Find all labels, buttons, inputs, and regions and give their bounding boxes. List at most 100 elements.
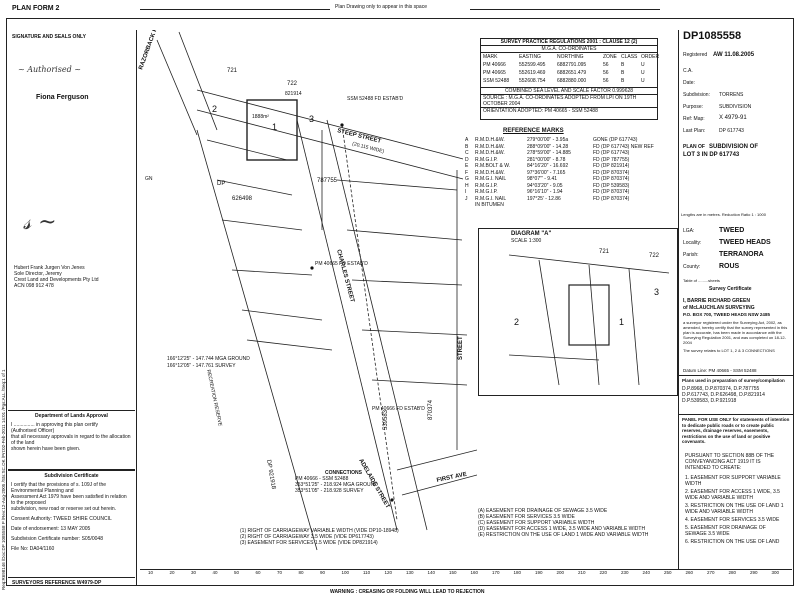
legend-item: (D) EASEMENT FOR ACCESS 1 WIDE, 3.5 WIDE… [478, 526, 646, 532]
connections-title: CONNECTIONS [325, 470, 362, 476]
reference-mark-cell: 279°00'00" - 3.95a [527, 137, 569, 143]
ruler-tick: 280 [728, 570, 737, 575]
lot-label: DP 921918 [265, 459, 276, 490]
coord-cell: U [641, 70, 645, 76]
reference-mark-cell: FD (DP 787755) [593, 156, 630, 163]
ruler-tick: 150 [449, 570, 457, 575]
signature-title: SIGNATURE AND SEALS ONLY [12, 34, 86, 40]
connection-line [341, 124, 398, 521]
sig-line: ACN 098 912 478 [14, 283, 54, 289]
field-label: C.A. [683, 68, 693, 74]
connection-line-text: 353°51'25" - 218.924 MGA GROUND [295, 482, 378, 488]
lot-label: 787755 [317, 178, 338, 184]
plan-of-label: PLAN OF [683, 144, 705, 150]
road-edge [326, 119, 428, 531]
ruler-tick: 250 [664, 570, 672, 575]
sub-line: Assessment Act 1979 have been satisfied … [11, 494, 127, 506]
ruler-tick: 60 [255, 570, 261, 575]
coord-cell: B [621, 70, 625, 76]
connections-block: CONNECTIONS PM 40666 - SSM 52488 353°51'… [295, 470, 425, 494]
ruler-tick: 100 [341, 570, 350, 575]
survey-mark [340, 123, 344, 127]
reference-mark-cell: FD (DP 870374) [593, 195, 630, 202]
ruler-tick: 160 [470, 570, 479, 575]
reference-mark-cell: 94°03'20" - 9.05 [527, 182, 563, 189]
ruler-tick: 260 [685, 570, 694, 575]
coord-cell: 6882791.095 [557, 62, 587, 68]
reference-mark-cell: R.M.D.H.&W. [475, 143, 505, 150]
margin-text: Req:R698146 /Doc:DP 1085558 P /Rev:12-Au… [1, 369, 6, 590]
road-edge [396, 449, 477, 471]
ruler-tick: 40 [212, 570, 218, 575]
last-plan-value: DP 617743 [719, 128, 744, 134]
svg-text:3: 3 [654, 287, 659, 297]
legend-item: (A) EASEMENT FOR DRAINAGE OF SEWAGE 3.5 … [478, 508, 608, 514]
lot-line [241, 309, 323, 321]
coord-cell: U [641, 62, 645, 68]
legend-item: (1) RIGHT OF CARRIAGEWAY VARIABLE WIDTH … [240, 528, 399, 534]
lot-label: 539583 [383, 409, 389, 430]
lot-label: 2 [212, 104, 217, 114]
legend-existing: (1) RIGHT OF CARRIAGEWAY VARIABLE WIDTH … [240, 528, 460, 546]
diagram-scale: SCALE 1:300 [511, 238, 542, 244]
lands-line: that all necessary approvals in regard t… [11, 434, 131, 446]
road-edge [178, 31, 218, 131]
reference-mark-cell: GONE (DP 617743) [593, 137, 638, 143]
sub-line: I certify that the provisions of s. 109J… [11, 482, 107, 494]
lot-line [216, 179, 293, 196]
reference-mark-cell: FD (DP 870374) [593, 189, 630, 195]
lga-label: LGA: [683, 228, 695, 234]
survey-mark [310, 266, 314, 270]
intent-item: 2. EASEMENT FOR ACCESS 1 WIDE, 3.5 WIDE … [685, 488, 780, 501]
locality-label: Locality: [683, 240, 702, 246]
bearing-label: 166°12'05" - 147.761 SURVEY [167, 363, 236, 369]
locality-value: TWEED HEADS [719, 239, 771, 246]
svg-text:721: 721 [599, 249, 610, 255]
intent-item: 5. EASEMENT FOR DRAINAGE OF SEWAGE 3.5 W… [685, 524, 766, 537]
reference-mark-cell: 97°36'00" - 7.165 [527, 169, 566, 176]
pm-label: SSM 52488 FD ESTAB'D [347, 96, 404, 102]
field-label: Date: [683, 80, 695, 86]
ref-map-value: X 4979-91 [719, 115, 747, 121]
survey-mark [390, 498, 394, 502]
ruler-tick: 70 [277, 570, 283, 575]
lot-line [336, 179, 458, 191]
reference-mark-cell: R.M.BOLT & W. [475, 163, 511, 169]
reference-mark-cell: FD (DP 617743) NEW REF [593, 143, 654, 150]
ruler-tick: 120 [384, 570, 393, 575]
coord-cell: 6882880.000 [557, 78, 587, 84]
reference-mark-cell: A [465, 137, 469, 143]
reserve-label: RECREATION RESERVE [205, 369, 223, 427]
file-number: File No: DA04/1160 [11, 546, 55, 552]
intent-item: 6. RESTRICTION ON THE USE OF LAND [685, 538, 780, 545]
north-label: GN [145, 176, 153, 182]
coord-header: MARK [483, 54, 498, 60]
lot-area: 1888m² [252, 114, 269, 120]
coord-cell: 552608.754 [519, 78, 546, 84]
plan-of-line: LOT 3 IN DP 617743 [683, 152, 740, 158]
coord-cell: 56 [603, 62, 609, 68]
reference-mark-cell: 288°09'00" - 14.28 [527, 143, 569, 150]
registration-stamp: AW 11.08.2005 [713, 52, 755, 58]
ruler-tick: 220 [599, 570, 608, 575]
parish-value: TERRANORA [719, 251, 764, 258]
reference-mark-cell: R.M.G.I.P. [475, 156, 498, 163]
purpose-value: SUBDIVISION [719, 104, 752, 110]
coord-cell: B [621, 78, 625, 84]
intent-item: 4. EASEMENT FOR SERVICES 3.5 WIDE [685, 516, 780, 523]
reference-mark-cell: R.M.G.I.P. [475, 189, 498, 195]
county-label: County: [683, 264, 701, 270]
lands-approval-box: Department of Lands Approval I .........… [8, 410, 135, 470]
reference-mark-cell: 84°16'20" - 16.692 [527, 163, 569, 169]
reference-mark-cell: F [465, 169, 469, 176]
road-label-charles: CHARLES STREET [335, 249, 355, 303]
survey-table-title: SURVEY PRACTICE REGULATIONS 2001 : CLAUS… [481, 39, 657, 46]
form-title: PLAN FORM 2 [12, 5, 60, 12]
lot-1-boundary [246, 99, 298, 161]
sig-line: Sole Director, Jeremy [14, 271, 62, 277]
plan-drawing: RAZORBACK ROAD STEEP STREET (20.115 WIDE… [138, 30, 477, 551]
lot-line [221, 219, 303, 231]
lot-line [361, 329, 468, 336]
diagram-title: DIAGRAM "A" [511, 231, 552, 237]
